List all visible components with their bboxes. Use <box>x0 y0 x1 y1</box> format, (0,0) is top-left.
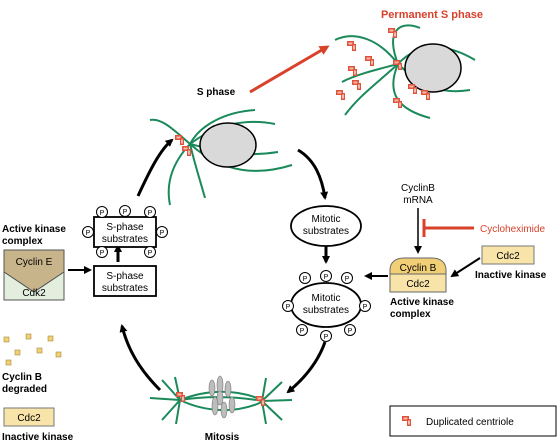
mitosis-label: Mitosis <box>205 432 240 443</box>
svg-text:Mitotic: Mitotic <box>312 214 341 225</box>
cyclin-b-label: Cyclin B <box>400 263 437 274</box>
cyclin-b-fragments <box>3 333 62 366</box>
cyclin-b-mrna-line1: CyclinB <box>401 183 435 194</box>
arrow-to-mitotic-substrates <box>297 148 329 200</box>
s-phase-substrates: S-phase substrates <box>93 265 157 297</box>
inactive-kinase-right-label: Inactive kinase <box>475 270 547 281</box>
svg-text:P: P <box>300 328 305 335</box>
svg-text:P: P <box>348 328 353 335</box>
svg-text:substrates: substrates <box>303 226 349 237</box>
cyclin-b-degraded-line2: degraded <box>2 384 47 395</box>
s-phase-title: S phase <box>197 87 236 98</box>
svg-text:P: P <box>148 250 153 257</box>
cyclin-e-cdk2-complex: Cyclin E Cdk2 <box>3 249 65 301</box>
active-kinase-complex-left-line2: complex <box>2 236 43 247</box>
svg-text:Cdc2: Cdc2 <box>496 251 520 262</box>
s-phase-cell <box>149 109 293 206</box>
svg-text:P: P <box>86 230 91 237</box>
cyclin-b-cdc2-complex: Cyclin B Cdc2 <box>389 257 447 293</box>
cdk2-label: Cdk2 <box>22 288 46 299</box>
svg-text:P: P <box>363 304 368 311</box>
svg-text:S-phase: S-phase <box>106 222 144 233</box>
nucleus-s-phase <box>199 122 257 168</box>
svg-text:P: P <box>303 276 308 283</box>
svg-text:P: P <box>100 210 105 217</box>
cycloheximide-label: Cycloheximide <box>480 224 545 235</box>
cdc2-binding-arrow <box>450 257 481 278</box>
mitotic-phospho-group: P P P P P P P P <box>282 270 371 342</box>
s-phase-substrates-phosphorylated: S-phase substrates <box>93 216 157 248</box>
svg-text:P: P <box>100 250 105 257</box>
active-kinase-complex-left-line1: Active kinase <box>2 224 66 235</box>
svg-text:Cdc2: Cdc2 <box>17 413 41 424</box>
phospho-group: P P P P P P P <box>82 205 168 258</box>
cyclin-e-label: Cyclin E <box>16 257 53 268</box>
svg-text:substrates: substrates <box>303 305 349 316</box>
cdc2-inactive-right: Cdc2 <box>481 245 535 265</box>
svg-text:Mitotic: Mitotic <box>312 293 341 304</box>
mitotic-spindle <box>149 375 293 425</box>
cdc2-inactive-left: Cdc2 <box>3 407 55 427</box>
active-kinase-complex-right-line2: complex <box>390 309 431 320</box>
svg-text:P: P <box>286 304 291 311</box>
arrow-to-mitosis <box>286 341 327 394</box>
svg-text:substrates: substrates <box>102 283 148 294</box>
svg-text:P: P <box>324 334 329 341</box>
permanent-s-phase-cell <box>334 24 476 119</box>
svg-text:P: P <box>123 209 128 216</box>
cdc2-label: Cdc2 <box>406 279 430 290</box>
nucleus-permanent <box>404 43 462 93</box>
svg-text:substrates: substrates <box>102 234 148 245</box>
svg-text:P: P <box>160 230 165 237</box>
legend: Duplicated centriole <box>389 405 557 437</box>
svg-text:S-phase: S-phase <box>106 271 144 282</box>
mitotic-substrates: Mitotic substrates <box>290 205 362 247</box>
legend-label: Duplicated centriole <box>426 417 514 428</box>
cyclin-b-mrna-line2: mRNA <box>403 195 433 206</box>
svg-text:P: P <box>345 276 350 283</box>
cyclin-b-degraded-line1: Cyclin B <box>2 372 42 383</box>
arrow-to-s-phase <box>136 138 174 197</box>
active-kinase-complex-right-line1: Active kinase <box>390 297 454 308</box>
permanent-s-phase-title: Permanent S phase <box>381 9 483 21</box>
to-permanent-s-phase-arrow <box>249 45 330 94</box>
svg-text:P: P <box>324 274 329 281</box>
mitotic-substrates-phosphorylated: Mitotic substrates <box>290 282 362 328</box>
inactive-kinase-left-label: Inactive kinase <box>2 432 74 443</box>
arrow-to-s-phase-substrates <box>119 324 162 392</box>
svg-text:P: P <box>148 210 153 217</box>
